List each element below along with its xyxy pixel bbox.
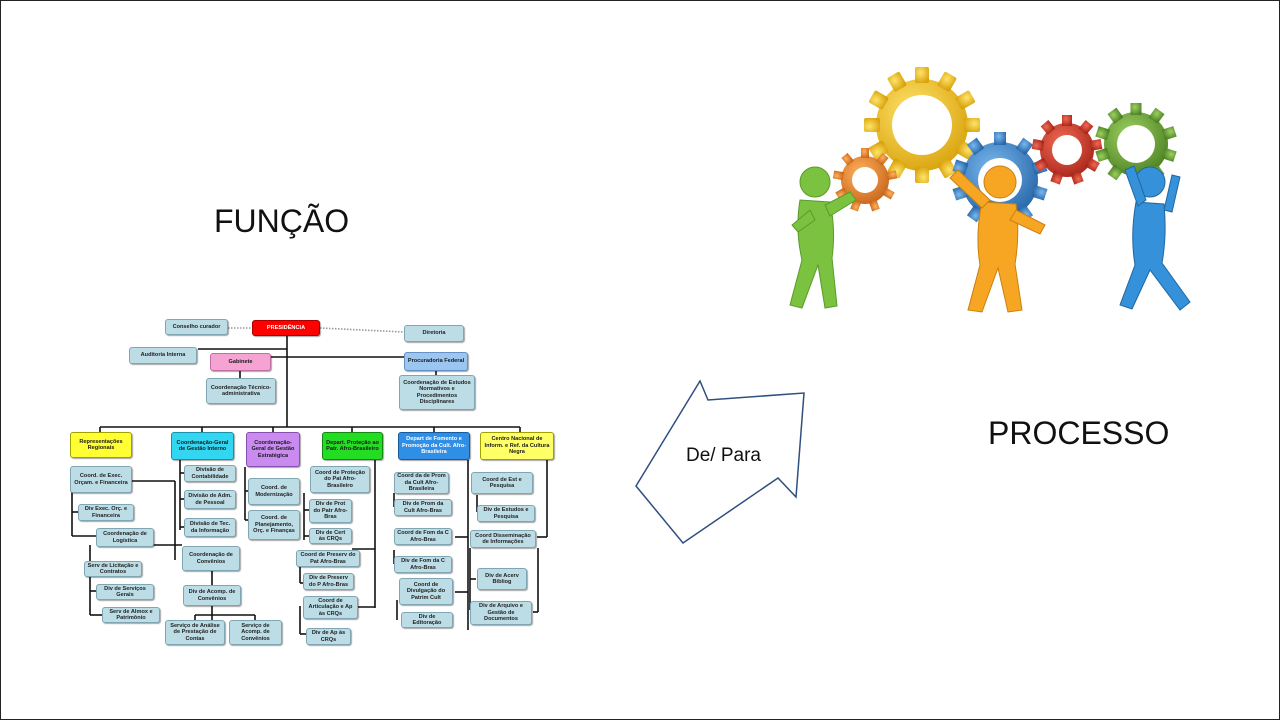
org-node-coord-modern: Coord. de Modernização — [248, 478, 300, 505]
org-node-serv-almox: Serv de Almox e Patrimônio — [102, 607, 160, 623]
org-node-coord-est-pesq: Coord de Est e Pesquisa — [471, 472, 533, 494]
org-node-div-preserv: Div de Preserv do P Afro-Bras — [303, 573, 354, 590]
orange-figure-icon — [949, 165, 1046, 313]
org-node-div-acomp-conv: Div de Acomp. de Convênios — [183, 585, 241, 606]
org-node-coord-preserv: Coord de Preserv do Pat Afro-Bras — [296, 550, 360, 567]
org-node-dep-protecao: Depart. Proteção ao Patr. Afro-Brasileir… — [322, 432, 383, 460]
org-node-coord-artic: Coord de Articulação e Ap às CRQs — [303, 596, 358, 619]
org-node-coord-dissem: Coord Disseminação de Informações — [470, 530, 536, 548]
green-figure-icon — [789, 166, 857, 309]
org-node-div-prot-pat: Div de Prot do Patr Afro-Bras — [309, 499, 352, 523]
org-node-cg-estrat: Coordenação-Geral de Gestão Estratégica — [246, 432, 300, 467]
org-node-serv-acomp: Serviço de Acomp. de Convênios — [229, 620, 282, 645]
red-gear-icon — [1031, 115, 1103, 185]
org-node-coord-estudos: Coordenação de Estudos Normativos e Proc… — [399, 375, 475, 410]
org-node-serv-licit: Serv de Licitação e Contratos — [84, 561, 142, 577]
org-node-auditoria: Auditoria Interna — [129, 347, 197, 364]
org-node-coord-fom-c: Coord de Fom da C Afro-Bras — [394, 528, 452, 545]
org-node-div-fom-c: Div de Fom da C Afro-Bras — [394, 556, 452, 573]
org-node-procuradoria: Procuradoria Federal — [404, 352, 468, 371]
org-node-div-tec-info: Divisão de Tec. da Informação — [184, 518, 236, 537]
org-node-div-arquivo: Div de Arquivo e Gestão de Documentos — [470, 601, 532, 625]
org-node-div-est-pesq: Div de Estudos e Pesquisa — [477, 505, 535, 522]
org-node-diretoria: Diretoria — [404, 325, 464, 342]
org-node-div-ap: Div de Ap às CRQs — [306, 628, 351, 645]
org-node-rep-reg: Representações Regionais — [70, 432, 132, 458]
org-node-div-serv-gerais: Div de Serviços Gerais — [96, 584, 154, 600]
org-node-coord-tec-adm: Coordenação Técnico-administrativa — [206, 378, 276, 404]
org-node-coord-prom-cult: Coord da de Prom da Cult Afro-Brasileira — [394, 472, 449, 494]
org-node-presidencia: PRESIDÊNCIA — [252, 320, 320, 336]
orange-gear-icon — [832, 148, 898, 212]
de-para-arrow — [635, 379, 805, 545]
org-node-div-cert: Div de Cert às CRQs — [309, 528, 352, 544]
processo-title: PROCESSO — [988, 415, 1170, 451]
org-node-coord-log: Coordenação de Logística — [96, 528, 154, 547]
org-node-div-editor: Div de Editoração — [401, 612, 453, 628]
org-node-div-adm-pessoal: Divisão de Adm. de Pessoal — [184, 490, 236, 509]
blue-figure-icon — [1119, 165, 1191, 311]
org-node-div-prom-cult: Div de Prom da Cult Afro-Bras — [394, 499, 452, 516]
org-node-gabinete: Gabinete — [210, 353, 271, 371]
org-node-conselho: Conselho curador — [165, 319, 228, 335]
org-node-div-exec: Div Exec. Orç. e Financeira — [78, 504, 134, 521]
org-node-coord-convenios: Coordenação de Convênios — [182, 546, 240, 571]
org-node-coord-exec: Coord. de Exec. Orçam. e Financeira — [70, 466, 132, 493]
org-node-dep-fomento: Depart de Fomento e Promoção da Cult. Af… — [398, 432, 470, 460]
org-node-coord-planej: Coord. de Planejamento, Orç. e Finanças — [248, 510, 300, 540]
org-node-cg-gestao: Coordenação-Geral de Gestão Interno — [171, 432, 234, 460]
org-node-div-contab: Divisão de Contabilidade — [184, 465, 236, 482]
arrow-label: De/ Para — [686, 445, 761, 466]
gears-team-illustration — [789, 67, 1191, 313]
org-node-serv-analise: Serviço de Análise de Prestação de Conta… — [165, 620, 225, 645]
org-node-centro-nac: Centro Nacional de Inform. e Ref. da Cul… — [480, 432, 554, 460]
funcao-title: FUNÇÃO — [214, 203, 350, 239]
org-node-coord-prot-pat: Coord de Proteção do Pat Afro-Brasileiro — [310, 466, 370, 493]
org-node-coord-divulg: Coord de Divulgação do Patrim Cult — [399, 578, 453, 605]
org-node-div-acerv: Div de Acerv Bibliog — [477, 568, 527, 590]
yellow-gear-icon — [864, 67, 980, 183]
